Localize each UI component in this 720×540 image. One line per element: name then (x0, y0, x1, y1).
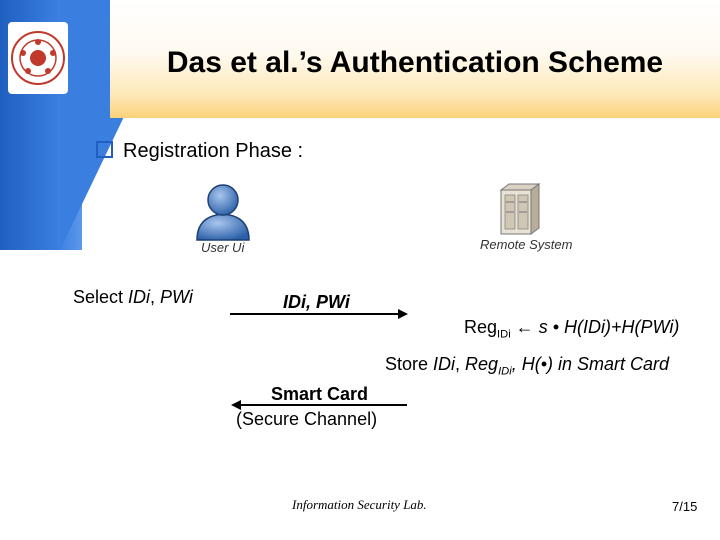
store-reg-sub: IDi (498, 365, 512, 378)
msg1-sep: , (306, 292, 317, 312)
server-label: Remote System (480, 237, 573, 252)
server-icon (497, 182, 541, 236)
select-id: IDi (128, 287, 151, 307)
university-seal-logo (8, 22, 68, 94)
select-sep: , (150, 287, 161, 307)
store-reg: Reg (465, 354, 499, 374)
message-smart-card: Smart Card (271, 384, 369, 404)
store-prefix: Store (385, 354, 434, 374)
footer-lab-name: Information Security Lab. (292, 497, 427, 512)
step-select-credentials: Select IDi, PWi (73, 287, 193, 308)
msg1-pw: PWi (316, 292, 350, 312)
store-statement: Store IDi, RegIDi, H(•) in Smart Card (385, 354, 669, 378)
reg-subscript: IDi (497, 328, 511, 341)
reg-text: Reg (464, 317, 498, 337)
store-sep: , (455, 354, 466, 374)
msg1-id: IDi (283, 292, 307, 312)
registration-equation: RegIDi ← s • H(IDi)+H(PWi) (464, 317, 679, 341)
select-prefix: Select (73, 287, 129, 307)
user-icon (193, 180, 253, 242)
store-id: IDi (433, 354, 456, 374)
header-gradient-band (110, 0, 720, 118)
message-secure-channel: (Secure Channel) (236, 409, 378, 429)
reg-arrow: ← (510, 317, 539, 337)
message-id-pw: IDi, PWi (283, 292, 350, 313)
user-label: User Ui (201, 240, 245, 255)
arrow-to-user (229, 397, 409, 413)
select-pw: PWi (160, 287, 193, 307)
reg-rhs: s • H(IDi)+H(PWi) (538, 317, 680, 337)
bullet-text: Registration Phase : (123, 140, 304, 162)
arrow-to-server (230, 306, 410, 322)
bullet-registration-phase: Registration Phase : (96, 140, 303, 163)
store-suffix: , H(•) in Smart Card (511, 354, 670, 374)
page-number: 7/15 (672, 499, 698, 514)
slide-title: Das et al.’s Authentication Scheme (166, 46, 664, 79)
checkbox-bullet-icon (96, 141, 113, 159)
